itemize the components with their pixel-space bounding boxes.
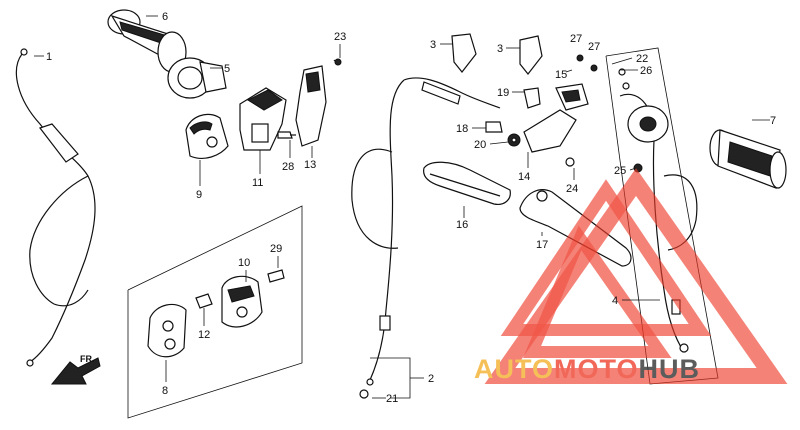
part-number: 24 — [566, 183, 578, 195]
part-number: 14 — [518, 171, 530, 183]
watermark-word-moto: MOTO — [554, 354, 639, 384]
lever-holder — [627, 105, 669, 143]
part-number: 2 — [428, 373, 434, 385]
screw-27b — [590, 64, 598, 72]
part-number: 23 — [334, 31, 346, 43]
watermark-word-hub: HUB — [639, 354, 701, 384]
part-number: 18 — [456, 123, 468, 135]
part-number: 3 — [497, 43, 503, 55]
part-number: 8 — [162, 385, 168, 397]
screw-23 — [333, 58, 342, 66]
part-number: 3 — [430, 39, 436, 51]
lever-bracket — [523, 83, 589, 153]
nut-24 — [565, 157, 575, 167]
part-number: 29 — [270, 243, 282, 255]
part-number: 20 — [474, 139, 486, 151]
part-number: 27 — [588, 41, 600, 53]
part-number: 19 — [497, 87, 509, 99]
part-number: 7 — [770, 115, 776, 127]
clutch-cable — [351, 77, 501, 399]
bolt-28 — [277, 131, 296, 139]
screw-29 — [267, 269, 285, 283]
watermark-triangle-logo — [484, 168, 788, 384]
part-number: 16 — [456, 219, 468, 231]
part-number: 28 — [282, 161, 294, 173]
part-number: 9 — [196, 189, 202, 201]
callout-leaders — [34, 15, 770, 399]
throttle-grip — [107, 9, 187, 73]
lever-cover — [423, 161, 511, 205]
part-number: 4 — [612, 295, 618, 307]
front-direction-label: FR. — [80, 354, 95, 364]
throttle-cable — [15, 48, 96, 367]
part-number: 5 — [224, 63, 230, 75]
bolt-19 — [523, 87, 541, 109]
cable-guide-b — [519, 35, 543, 75]
front-direction-arrow: FR. — [50, 354, 101, 385]
part-number: 12 — [198, 329, 210, 341]
watermark: AUTOMOTOHUB — [474, 168, 788, 384]
part-number: 21 — [386, 393, 398, 405]
cable-guide-a — [451, 33, 477, 73]
throttle-housing-upper — [239, 87, 287, 151]
left-panel-frame — [127, 205, 303, 419]
part-number: 13 — [304, 159, 316, 171]
part-number-labels: 1 2 3 3 4 5 6 7 8 9 10 11 12 13 14 15 16… — [46, 11, 776, 405]
watermark-word-auto: AUTO — [474, 354, 554, 384]
part-number: 25 — [614, 165, 626, 177]
throttle-pipe — [167, 57, 227, 99]
screw-27a — [576, 54, 584, 62]
watermark-text: AUTOMOTOHUB — [474, 354, 700, 384]
part-number: 1 — [46, 51, 52, 63]
left-grip — [709, 129, 787, 189]
part-number: 10 — [238, 257, 250, 269]
part-number: 27 — [570, 33, 582, 45]
part-number: 15 — [555, 69, 567, 81]
part-number: 11 — [252, 177, 263, 189]
switch-housing-lower — [147, 303, 187, 358]
watermark-inner-triangle-left — [522, 225, 672, 358]
switch-12 — [195, 293, 213, 309]
bolt-18 — [485, 121, 503, 133]
watermark-inner-triangle-right — [500, 179, 712, 336]
part-number: 26 — [640, 65, 652, 77]
cable-cover — [295, 65, 327, 147]
washer-20 — [507, 133, 521, 147]
part-number: 17 — [536, 239, 548, 251]
part-number: 6 — [162, 11, 168, 23]
switch-housing — [221, 275, 263, 328]
throttle-housing-lower — [185, 113, 229, 159]
part-number: 22 — [636, 53, 648, 65]
